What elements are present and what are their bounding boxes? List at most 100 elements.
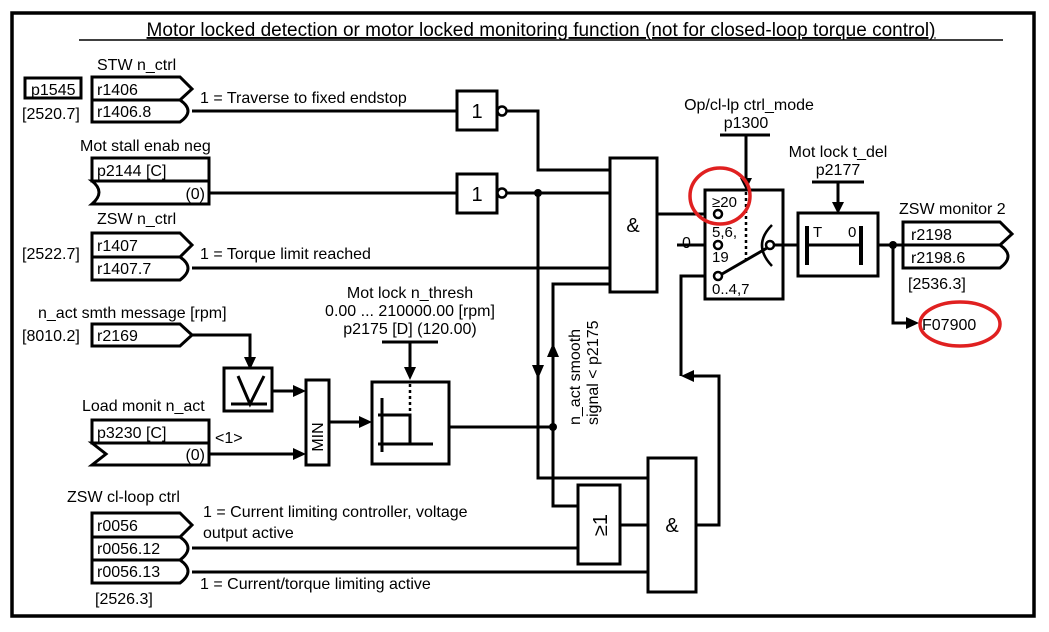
zsw-cl-loop-label: ZSW cl-loop ctrl xyxy=(67,489,180,506)
zsw-monitor-label: ZSW monitor 2 xyxy=(899,201,1006,218)
switch-contact-2 xyxy=(712,239,724,251)
vertical-signal-line2: signal < p2175 xyxy=(585,320,602,425)
arrow-up-icon xyxy=(547,343,559,357)
not-gate-2-label: 1 xyxy=(471,184,482,206)
arrow-down-icon xyxy=(244,357,256,370)
arrow-right-icon xyxy=(293,448,306,460)
arrow-right-icon xyxy=(906,317,919,329)
p1545-param[interactable]: p1545 xyxy=(31,82,76,99)
n-act-smth-label: n_act smth message [rpm] xyxy=(38,305,227,322)
r1407-7-bit[interactable]: r1407.7 xyxy=(97,261,151,278)
vertical-signal-line1: n_act smooth xyxy=(567,329,584,425)
arrow-right-icon xyxy=(359,416,372,428)
stw-n-ctrl-label: STW n_ctrl xyxy=(97,57,176,74)
r0056-word[interactable]: r0056 xyxy=(97,518,138,535)
arrow-down-icon xyxy=(532,365,544,379)
p3230-default: (0) xyxy=(185,447,205,464)
and-gate-1 xyxy=(608,156,659,294)
r1407-7-connector xyxy=(90,255,190,282)
threshold-param[interactable]: p2175 [D] (120.00) xyxy=(343,321,476,338)
timer-param[interactable]: p2177 xyxy=(816,162,861,179)
diagram-frame xyxy=(10,11,1036,618)
load-monit-footnote: <1> xyxy=(215,430,243,447)
p3230-connector xyxy=(87,441,211,467)
r0056-12-bit[interactable]: r0056.12 xyxy=(97,541,160,558)
not-gate-2 xyxy=(455,172,499,215)
not-gate-1-inverter xyxy=(496,105,508,117)
current-limit-text-1: 1 = Current limiting controller, voltage xyxy=(203,504,468,521)
switch-pos-2a: 5,6, xyxy=(712,224,737,241)
r2198-6-connector xyxy=(901,243,1010,270)
switch-pos-1: ≥20 xyxy=(712,194,737,211)
arrow-down-icon xyxy=(832,202,844,214)
zsw-n-ctrl-label: ZSW n_ctrl xyxy=(97,211,176,228)
load-monit-label: Load monit n_act xyxy=(82,398,205,415)
torque-limiting-text: 1 = Current/torque limiting active xyxy=(200,576,431,593)
r0056-13-connector xyxy=(90,558,190,585)
not-gate-1-label: 1 xyxy=(471,101,482,123)
switch-pivot xyxy=(764,239,776,251)
timer-zero-label: 0 xyxy=(848,224,856,241)
r1406-8-connector xyxy=(90,98,190,124)
not-gate-2-inverter xyxy=(496,187,508,199)
r1407-connector xyxy=(90,231,195,259)
zsw-cl-loop-ref[interactable]: [2526.3] xyxy=(95,591,153,608)
p2144-param[interactable]: p2144 [C] xyxy=(97,163,166,180)
highlight-circle-fault xyxy=(918,300,1002,348)
const-zero: 0 xyxy=(682,235,691,252)
mode-switch-label: Op/cl-lp ctrl_mode xyxy=(684,97,814,114)
p1545-box[interactable] xyxy=(23,76,83,100)
r0056-13-bit[interactable]: r0056.13 xyxy=(97,564,160,581)
switch-pos-2b: 19 xyxy=(712,249,729,266)
timer-t-label: T xyxy=(813,224,822,241)
arrow-right-icon xyxy=(293,385,306,397)
load-monit-group: Load monit n_act p3230 [C] (0) <1> xyxy=(82,398,243,467)
switch-pos-3: 0..4,7 xyxy=(712,281,750,298)
stw-n-ctrl-group: STW n_ctrl p1545 [2520.7] r1406 r1406.8 … xyxy=(22,57,407,124)
or-gate-label: ≥1 xyxy=(590,514,612,536)
zsw-n-ctrl-group: ZSW n_ctrl [2522.7] r1407 r1407.7 1 = To… xyxy=(22,211,371,282)
zsw-n-ctrl-ref[interactable]: [2522.7] xyxy=(22,246,80,263)
fault-code[interactable]: F07900 xyxy=(922,317,976,334)
hysteresis-icon xyxy=(378,398,433,452)
threshold-label: Mot lock n_thresh xyxy=(347,285,473,302)
r2198-word[interactable]: r2198 xyxy=(911,227,952,244)
p3230-param[interactable]: p3230 [C] xyxy=(97,425,166,442)
and-gate-2 xyxy=(646,456,698,594)
n-act-smth-ref[interactable]: [8010.2] xyxy=(22,328,80,345)
r2169-connector xyxy=(90,322,195,348)
mode-switch-param[interactable]: p1300 xyxy=(724,115,769,132)
smoothing-icon xyxy=(231,375,267,408)
arrow-left-icon xyxy=(681,370,694,382)
diagram-title: Motor locked detection or motor locked m… xyxy=(147,20,936,41)
traverse-signal-text: 1 = Traverse to fixed endstop xyxy=(200,90,407,107)
p2144-default: (0) xyxy=(185,186,205,203)
mot-stall-group: Mot stall enab neg p2144 [C] (0) xyxy=(80,138,211,206)
and-gate-2-label: & xyxy=(665,515,679,537)
zsw-monitor-ref[interactable]: [2536.3] xyxy=(908,276,966,293)
wire-threshold-to-and1 xyxy=(551,282,610,427)
highlight-circle-mode xyxy=(688,166,752,226)
r0056-connector xyxy=(90,511,195,539)
p2144-connector xyxy=(87,179,211,206)
arrow-down-icon xyxy=(404,367,416,380)
wire-not1-to-and xyxy=(507,109,610,172)
r1406-word[interactable]: r1406 xyxy=(97,82,138,99)
threshold-range: 0.00 ... 210000.00 [rpm] xyxy=(325,303,495,320)
switch-lever xyxy=(721,246,768,276)
mot-stall-label: Mot stall enab neg xyxy=(80,138,211,155)
r1406-8-bit[interactable]: r1406.8 xyxy=(97,104,151,121)
r2198-6-bit[interactable]: r2198.6 xyxy=(911,250,965,267)
min-label: MIN xyxy=(310,422,327,451)
current-limit-text-2: output active xyxy=(203,525,294,542)
wire-and2-feedback xyxy=(690,374,721,527)
r1407-word[interactable]: r1407 xyxy=(97,238,138,255)
timer-label: Mot lock t_del xyxy=(789,144,888,161)
torque-limit-signal-text: 1 = Torque limit reached xyxy=(200,246,371,263)
switch-contact-3 xyxy=(712,270,724,282)
wire-threshold-to-or xyxy=(551,427,578,508)
r2169-param[interactable]: r2169 xyxy=(97,328,138,345)
stw-ref[interactable]: [2520.7] xyxy=(22,106,80,123)
switch-arc xyxy=(760,224,773,267)
